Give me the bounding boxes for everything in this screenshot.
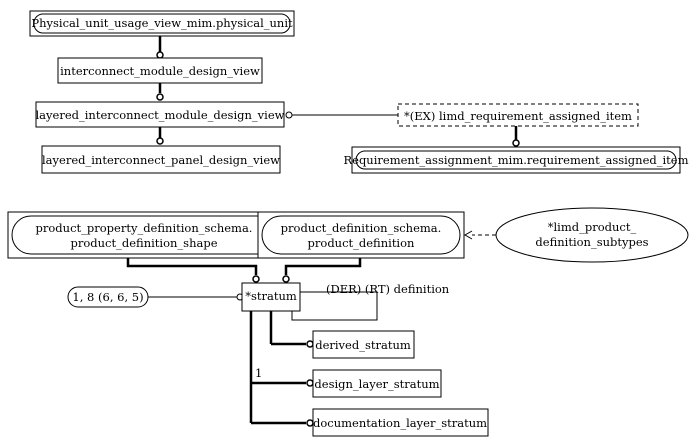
- link-end-circle: [156, 137, 164, 145]
- entity-physical-unit[interactable]: Physical_unit_usage_view_mim.physical_un…: [29, 10, 295, 37]
- cardinality-label: 1, 8 (6, 6, 5): [72, 290, 143, 304]
- derived-stratum-label: derived_stratum: [315, 338, 411, 352]
- link-product-definition-to-stratum: [284, 258, 362, 275]
- link-end-circle: [282, 275, 290, 283]
- stratum-label: *stratum: [245, 289, 297, 303]
- interconnect-module-label: interconnect_module_design_view: [60, 64, 260, 78]
- limd-requirement-label: *(EX) limd_requirement_assigned_item: [404, 109, 632, 123]
- product-definition-line2: product_definition: [308, 236, 416, 250]
- link-end-circle: [285, 111, 293, 119]
- limd-subtypes-line2: definition_subtypes: [535, 235, 648, 249]
- link-end-circle: [512, 139, 520, 147]
- layered-interconnect-module-label: layered_interconnect_module_design_view: [36, 108, 285, 122]
- link-end-circle: [252, 275, 260, 283]
- entity-limd-requirement-assigned-item[interactable]: *(EX) limd_requirement_assigned_item: [397, 103, 639, 127]
- entity-layered-interconnect-module-design-view[interactable]: layered_interconnect_module_design_view: [35, 101, 285, 128]
- entity-limd-product-definition-subtypes[interactable]: *limd_product_ definition_subtypes: [495, 207, 689, 263]
- product-property-line1: product_property_definition_schema.: [36, 221, 253, 235]
- limd-subtypes-line1: *limd_product_: [548, 220, 637, 234]
- entity-interconnect-module-design-view[interactable]: interconnect_module_design_view: [57, 57, 263, 84]
- physical-unit-label: Physical_unit_usage_view_mim.physical_un…: [31, 16, 293, 30]
- link-end-circle: [306, 340, 314, 348]
- entity-product-definition[interactable]: product_definition_schema. product_defin…: [257, 211, 465, 259]
- entity-requirement-assigned-item[interactable]: Requirement_assignment_mim.requirement_a…: [343, 146, 689, 174]
- definition-attribute-label: (DER) (RT) definition: [326, 282, 450, 296]
- requirement-assigned-item-label: Requirement_assignment_mim.requirement_a…: [343, 153, 688, 167]
- product-definition-line1: product_definition_schema.: [281, 221, 442, 235]
- design-layer-stratum-label: design_layer_stratum: [314, 377, 439, 391]
- subtype-one-label: 1: [255, 366, 262, 380]
- cardinality-badge: 1, 8 (6, 6, 5): [67, 286, 149, 308]
- entity-stratum[interactable]: *stratum: [241, 282, 301, 312]
- documentation-layer-stratum-label: documentation_layer_stratum: [313, 416, 487, 430]
- entity-documentation-layer-stratum[interactable]: documentation_layer_stratum: [312, 408, 489, 437]
- link-end-circle: [156, 51, 164, 59]
- entity-product-definition-shape[interactable]: product_property_definition_schema. prod…: [7, 211, 281, 259]
- link-end-circle: [306, 379, 314, 387]
- product-property-line2: product_definition_shape: [71, 236, 218, 250]
- entity-layered-interconnect-panel-design-view[interactable]: layered_interconnect_panel_design_view: [41, 145, 281, 174]
- link-definition-self: [291, 291, 378, 321]
- arrow-head: [463, 230, 473, 240]
- entity-derived-stratum[interactable]: derived_stratum: [312, 330, 415, 359]
- entity-design-layer-stratum[interactable]: design_layer_stratum: [312, 369, 442, 398]
- link-end-circle: [156, 93, 164, 101]
- layered-interconnect-panel-label: layered_interconnect_panel_design_view: [42, 153, 280, 167]
- link-shape-to-stratum: [126, 258, 258, 275]
